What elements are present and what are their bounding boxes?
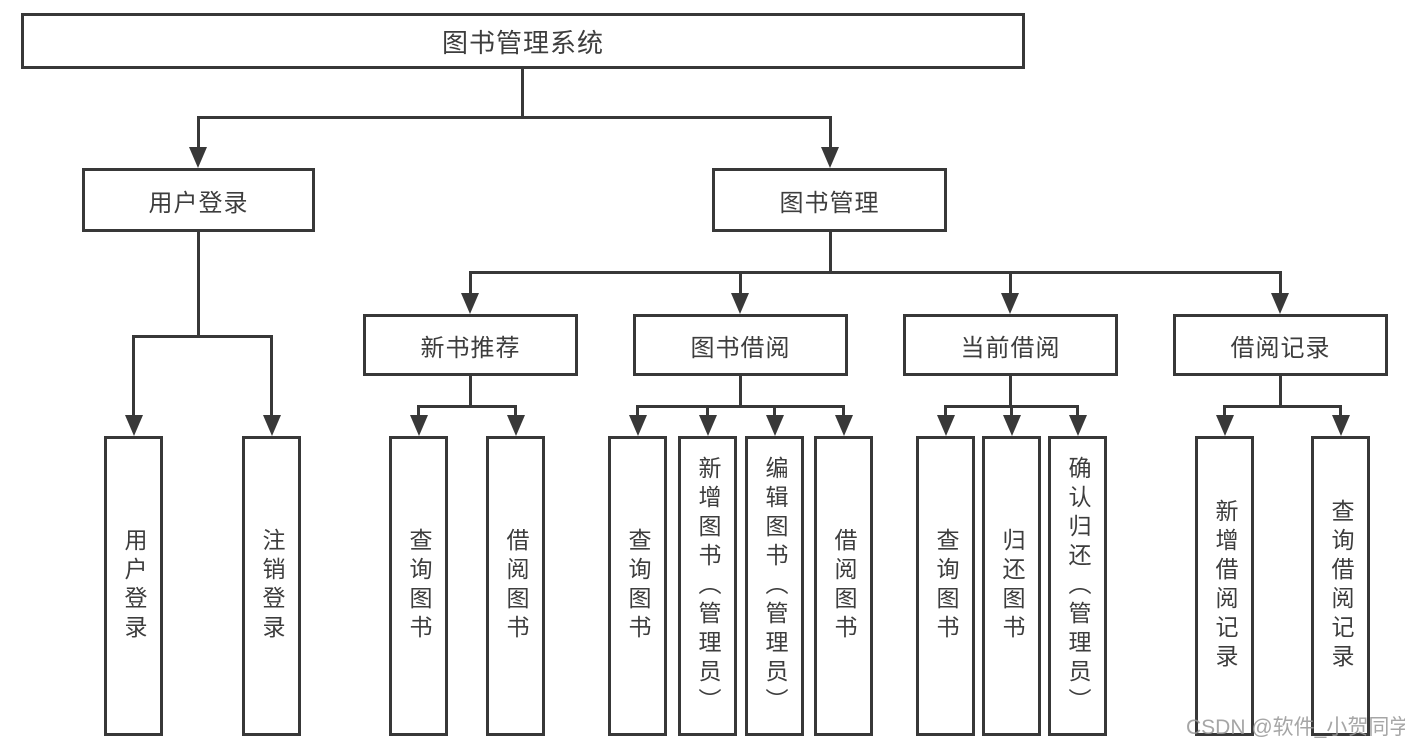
connector-drop-borrow-book-1	[514, 405, 517, 419]
arrowhead-leaf-user-login	[125, 415, 143, 436]
connector-drop-add-record	[1223, 405, 1226, 419]
node-leaf-add-record: 新增借阅记录	[1195, 436, 1254, 736]
connector-borrow-records-rail	[1223, 405, 1342, 408]
connector-drop-query-book-2	[636, 405, 639, 419]
node-current-borrow: 当前借阅	[903, 314, 1118, 376]
connector-book-borrow-stem	[739, 376, 742, 408]
node-leaf-return-book-label: 归还图书	[999, 528, 1025, 644]
arrowhead-confirm-return	[1069, 415, 1087, 436]
arrowhead-query-book-3	[937, 415, 955, 436]
connector-current-borrow-stem	[1009, 376, 1012, 408]
arrowhead-edit-book	[766, 415, 784, 436]
arrowhead-query-book-1	[410, 415, 428, 436]
connector-drop-query-book-3	[944, 405, 947, 419]
node-leaf-add-book-label: 新增图书（管理员）	[695, 455, 721, 717]
arrowhead-borrow-book-2	[835, 415, 853, 436]
node-current-borrow-label: 当前借阅	[960, 334, 1061, 362]
node-book-mgmt: 图书管理	[712, 168, 947, 232]
node-new-book-rec-label: 新书推荐	[420, 334, 521, 362]
node-borrow-records: 借阅记录	[1173, 314, 1388, 376]
connector-user-login-rail	[132, 335, 273, 338]
node-leaf-borrow-book-2-label: 借阅图书	[831, 528, 857, 644]
arrowhead-book-mgmt	[821, 147, 839, 168]
connector-drop-edit-book	[773, 405, 776, 419]
node-leaf-user-login: 用户登录	[104, 436, 163, 736]
arrowhead-query-book-2	[629, 415, 647, 436]
node-root: 图书管理系统	[21, 13, 1025, 69]
connector-drop-add-book	[706, 405, 709, 419]
node-leaf-add-book: 新增图书（管理员）	[678, 436, 737, 736]
node-leaf-query-book-3: 查询图书	[916, 436, 975, 736]
connector-drop-query-book-1	[417, 405, 420, 419]
node-leaf-borrow-book-2: 借阅图书	[814, 436, 873, 736]
connector-root-stem	[521, 68, 524, 119]
connector-borrow-records-stem	[1279, 376, 1282, 408]
arrowhead-leaf-logout	[263, 415, 281, 436]
connector-drop-book-borrow	[739, 271, 742, 295]
node-leaf-logout: 注销登录	[242, 436, 301, 736]
arrowhead-current-borrow	[1001, 293, 1019, 314]
connector-user-login-stem	[197, 232, 200, 338]
node-leaf-confirm-return: 确认归还（管理员）	[1048, 436, 1107, 736]
connector-drop-current-borrow	[1009, 271, 1012, 295]
node-new-book-rec: 新书推荐	[363, 314, 578, 376]
connector-drop-new-book-rec	[469, 271, 472, 295]
connector-drop-leaf-logout	[270, 335, 273, 417]
node-book-mgmt-label: 图书管理	[779, 189, 880, 217]
connector-drop-book-mgmt	[829, 116, 832, 150]
connector-level3-rail	[469, 271, 1282, 274]
connector-drop-borrow-book-2	[842, 405, 845, 419]
connector-drop-return-book	[1010, 405, 1013, 419]
arrowhead-borrow-book-1	[507, 415, 525, 436]
node-leaf-query-book-1: 查询图书	[389, 436, 448, 736]
connector-drop-user-login	[197, 116, 200, 150]
arrowhead-add-book	[699, 415, 717, 436]
connector-drop-leaf-user-login	[132, 335, 135, 417]
connector-book-borrow-rail	[636, 405, 845, 408]
node-borrow-records-label: 借阅记录	[1230, 334, 1331, 362]
connector-new-book-rec-stem	[469, 376, 472, 408]
node-leaf-query-record: 查询借阅记录	[1311, 436, 1370, 736]
arrowhead-new-book-rec	[461, 293, 479, 314]
connector-drop-confirm-return	[1076, 405, 1079, 419]
node-leaf-return-book: 归还图书	[982, 436, 1041, 736]
connector-new-book-rec-rail	[417, 405, 517, 408]
node-leaf-edit-book-label: 编辑图书（管理员）	[762, 455, 788, 717]
arrowhead-book-borrow	[731, 293, 749, 314]
node-leaf-add-record-label: 新增借阅记录	[1212, 499, 1238, 673]
node-leaf-query-book-2-label: 查询图书	[625, 528, 651, 644]
node-user-login: 用户登录	[82, 168, 315, 232]
node-leaf-confirm-return-label: 确认归还（管理员）	[1065, 455, 1091, 717]
node-leaf-borrow-book-1: 借阅图书	[486, 436, 545, 736]
arrowhead-user-login	[189, 147, 207, 168]
node-leaf-logout-label: 注销登录	[259, 528, 285, 644]
csdn-watermark: CSDN @软件_小贺同学	[1186, 716, 1405, 739]
node-leaf-edit-book: 编辑图书（管理员）	[745, 436, 804, 736]
node-leaf-borrow-book-1-label: 借阅图书	[503, 528, 529, 644]
arrowhead-query-record	[1332, 415, 1350, 436]
arrowhead-return-book	[1003, 415, 1021, 436]
node-user-login-label: 用户登录	[148, 189, 249, 217]
node-leaf-query-record-label: 查询借阅记录	[1328, 499, 1354, 673]
node-leaf-query-book-1-label: 查询图书	[406, 528, 432, 644]
connector-drop-query-record	[1339, 405, 1342, 419]
node-leaf-user-login-label: 用户登录	[121, 528, 147, 644]
node-leaf-query-book-3-label: 查询图书	[933, 528, 959, 644]
connector-level2-rail	[197, 116, 832, 119]
connector-book-mgmt-stem	[829, 232, 832, 274]
arrowhead-add-record	[1216, 415, 1234, 436]
node-book-borrow: 图书借阅	[633, 314, 848, 376]
arrowhead-borrow-records	[1271, 293, 1289, 314]
node-leaf-query-book-2: 查询图书	[608, 436, 667, 736]
node-root-label: 图书管理系统	[441, 27, 604, 58]
connector-drop-borrow-records	[1279, 271, 1282, 295]
node-book-borrow-label: 图书借阅	[690, 334, 791, 362]
